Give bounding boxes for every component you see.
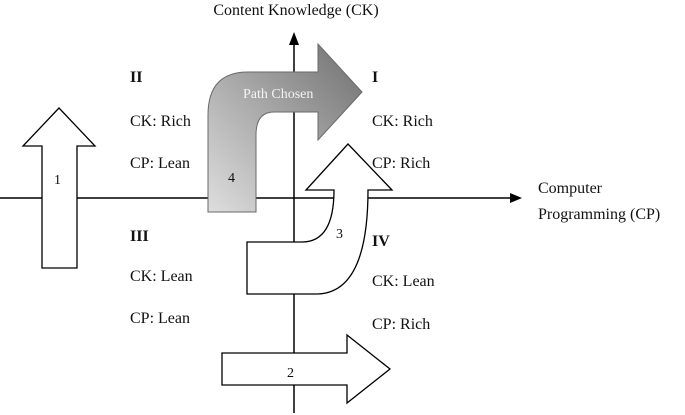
- arrow-2-label: 2: [287, 366, 294, 381]
- x-axis: [0, 193, 522, 203]
- quadrant-iv-ck: CK: Lean: [372, 273, 435, 290]
- y-axis-label: Content Knowledge (CK): [213, 2, 378, 19]
- quadrant-ii-ck: CK: Rich: [130, 113, 191, 130]
- quadrant-ii-title: II: [130, 69, 142, 86]
- quadrant-ii-cp: CP: Lean: [130, 155, 190, 172]
- quadrant-i-ck: CK: Rich: [372, 113, 433, 130]
- arrow-3: [246, 143, 394, 295]
- quadrant-iii-ck: CK: Lean: [130, 268, 193, 285]
- x-axis-label-line1: Computer: [538, 180, 603, 197]
- arrow-4-path-chosen: [207, 42, 363, 213]
- quadrant-i-cp: CP: Rich: [372, 155, 430, 172]
- path-chosen-label: Path Chosen: [243, 87, 313, 102]
- x-axis-label-line2: Programming (CP): [538, 206, 660, 223]
- quadrant-iii-title: III: [130, 228, 149, 245]
- arrow-4-label: 4: [228, 171, 235, 186]
- arrow-3-label: 3: [336, 227, 343, 242]
- arrow-1: [21, 107, 97, 269]
- quadrant-iii-cp: CP: Lean: [130, 310, 190, 327]
- arrow-1-label: 1: [54, 173, 61, 188]
- arrow-2: [221, 333, 392, 405]
- quadrant-iv-cp: CP: Rich: [372, 316, 430, 333]
- quadrant-iv-title: IV: [372, 233, 390, 250]
- quadrant-i-title: I: [372, 69, 378, 86]
